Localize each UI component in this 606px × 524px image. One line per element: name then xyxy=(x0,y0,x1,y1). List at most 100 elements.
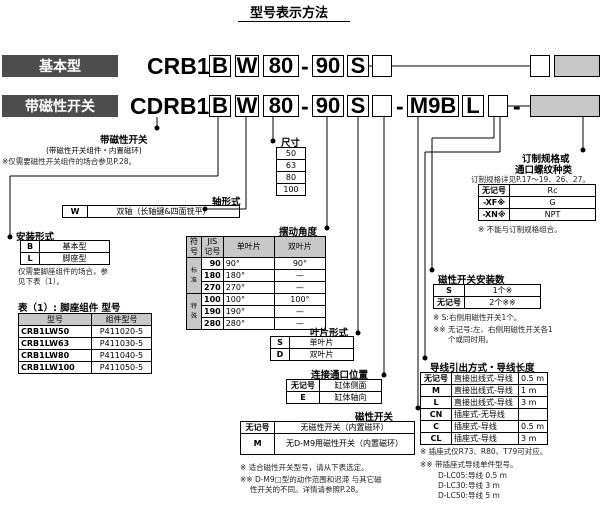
table-cell: 190 xyxy=(201,305,224,318)
table-cell: CL xyxy=(420,432,452,445)
switch-seg-qty xyxy=(488,95,508,117)
table-cell: -XN※ xyxy=(478,208,510,221)
table-cell: D xyxy=(270,348,290,361)
table-cell: 0.5 m xyxy=(518,372,548,385)
table-cell: 单叶片 xyxy=(222,236,275,258)
table-row: -XN※NPT xyxy=(478,208,596,221)
table-cell: 标准 xyxy=(186,257,202,294)
basic-seg-blank xyxy=(530,55,550,77)
table-cell: P411050-5 xyxy=(90,361,153,374)
table-row: -XF※G xyxy=(478,196,596,209)
table-cell: CRB1LW100 xyxy=(18,361,92,374)
table-cell: 90° xyxy=(273,257,327,270)
switch-seg-thread xyxy=(530,95,600,117)
qty-note-1: ※ S:右侧用磁性开关1个。 xyxy=(433,313,522,322)
table-cell: 无记号 xyxy=(239,421,276,434)
lead-note-5: D-LC50:导线 5 m xyxy=(438,491,500,500)
table-cell: 无D-M9用磁性开关（内置磁环） xyxy=(274,433,415,455)
table-cell: 280° xyxy=(222,317,275,330)
table-cell: 单叶片 xyxy=(289,336,354,349)
switch-seg-shaft: W xyxy=(235,93,259,118)
table-row: 无记号缸体侧面 xyxy=(286,379,382,392)
switch-seg-lead: L xyxy=(462,95,484,117)
table-cell: 270° xyxy=(222,281,275,294)
table-cell: — xyxy=(273,305,327,318)
table-row: 50 xyxy=(276,147,306,160)
table-cell: 缸体轴向 xyxy=(319,391,382,404)
table-cell: 直接出线式-导线 xyxy=(451,396,519,409)
table-cell: 双叶片 xyxy=(289,348,354,361)
table-cell: S xyxy=(433,284,465,297)
mag-switch-heading: 磁性开关 xyxy=(355,412,394,423)
switch-seg-angle: 90 xyxy=(312,95,344,117)
table-cell: 缸体侧面 xyxy=(319,379,382,392)
qty-heading: 磁性开关安装数 xyxy=(438,275,505,286)
shaft-desc: 双轴（长轴键&四面铣平） xyxy=(87,205,240,218)
thread-heading: 订制规格或 xyxy=(522,154,570,165)
table-row: 无记号无磁性开关（内置磁环） xyxy=(239,421,415,434)
table-cell: M xyxy=(420,384,452,397)
table-cell: 190° xyxy=(222,305,275,318)
mag-switch-note-2: ※※ D-M9□型的动作范围和迟滞 与其它磁 xyxy=(240,475,382,484)
mount-note-2: 见下表（1）。 xyxy=(18,277,65,286)
table-cell: 100° xyxy=(222,293,275,306)
title-underline xyxy=(238,21,350,22)
table-cell: 双叶片 xyxy=(273,236,327,258)
size-100: 100 xyxy=(276,183,306,196)
table-cell: S xyxy=(270,336,290,349)
table-cell: — xyxy=(273,281,327,294)
table-cell: 插座式-导线 xyxy=(451,432,519,445)
table-cell: CRB1LW80 xyxy=(18,349,92,362)
mount-note-1: 仅需要脚座组件的场合，参 xyxy=(18,267,108,276)
switch-seg-vane: S xyxy=(347,95,369,117)
qty-note-2: ※※ 无记号:左、右侧用磁性开关各1 xyxy=(433,325,553,334)
switch-sub: (带磁性开关组件・内置磁环) xyxy=(46,146,142,155)
table-cell: 无记号 xyxy=(286,379,320,392)
table-cell: Rc xyxy=(509,184,596,197)
table-cell: 0.5 m xyxy=(518,420,548,433)
table-cell: L xyxy=(420,396,452,409)
table-cell: -XF※ xyxy=(478,196,510,209)
basic-seg-shaft: W xyxy=(235,53,259,78)
table-cell: 脚座型 xyxy=(39,252,110,265)
size-table: 50 63 80 100 xyxy=(276,147,306,196)
basic-dash: - xyxy=(301,53,309,79)
table-cell: 直接出线式-导线 xyxy=(451,384,519,397)
port-heading: 连接通口位置 xyxy=(311,370,369,381)
thread-note: ※ 不能与订制规格组合。 xyxy=(478,225,562,234)
shaft-code: W xyxy=(62,205,88,218)
switch-prefix: CDRB1 xyxy=(130,93,210,119)
table-cell: M xyxy=(239,433,276,455)
row-label-basic: 基本型 xyxy=(2,55,118,77)
switch-seg-mount: B xyxy=(209,95,231,117)
vane-heading: 叶片形式 xyxy=(310,328,349,339)
switch-heading: 带磁性开关 xyxy=(100,135,148,146)
mag-switch-note-3: 性开关的不同。详情请参照P.28。 xyxy=(250,485,363,494)
thread-sub: 订制规格详见P.17～19、26、27。 xyxy=(471,175,590,184)
table-cell: 1 m xyxy=(518,384,548,397)
table-cell: 100 xyxy=(201,293,224,306)
table-cell: C xyxy=(420,420,452,433)
table-cell: P411030-5 xyxy=(90,337,153,350)
table-row: 80 xyxy=(276,171,306,184)
table-cell: 270 xyxy=(201,281,224,294)
table-cell: 直接出线式-导线 xyxy=(451,372,519,385)
